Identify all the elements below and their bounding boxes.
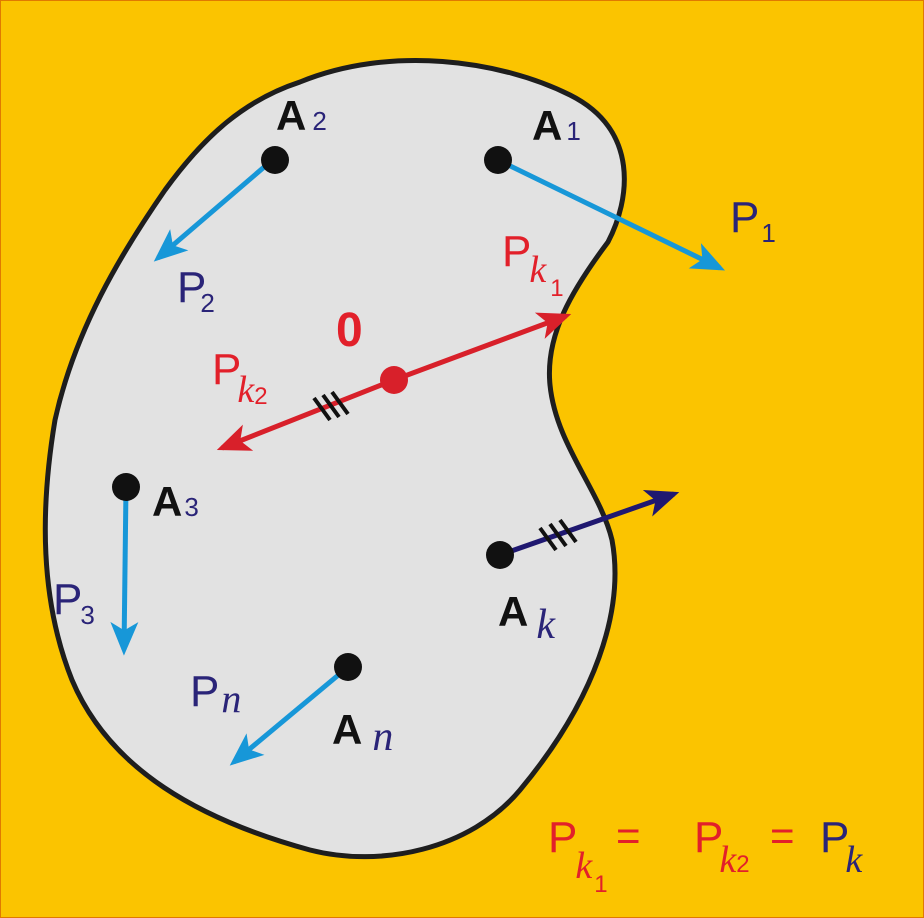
eq-term-pk1-subsub: 1 bbox=[594, 871, 607, 898]
tick-mark bbox=[538, 526, 558, 552]
eq-term-pk1-sub: k bbox=[575, 845, 593, 887]
eq-term-pk-sub: k bbox=[845, 839, 863, 881]
force-pk2-vector bbox=[216, 377, 395, 451]
force-p1-vector bbox=[496, 157, 726, 271]
rigid-body-outline bbox=[42, 58, 627, 860]
label-a1-sub: 1 bbox=[566, 116, 580, 146]
label-pn: Pn bbox=[190, 667, 241, 721]
point-an bbox=[334, 653, 362, 681]
tick-mark bbox=[548, 522, 568, 548]
eq-term-pk2-sub: k bbox=[719, 839, 737, 881]
pk-equality-ticks bbox=[538, 518, 578, 552]
eq-equals-2: = bbox=[770, 812, 795, 859]
point-a3 bbox=[112, 473, 140, 501]
label-pn-sub: n bbox=[221, 676, 241, 721]
eq-term-pk2: Pk2 bbox=[694, 813, 750, 881]
force-pn-vector bbox=[229, 665, 350, 766]
label-p2-sub: 2 bbox=[200, 288, 214, 318]
label-p1: P1 bbox=[730, 193, 776, 248]
point-a2 bbox=[261, 146, 289, 174]
tick-mark bbox=[558, 518, 578, 544]
label-p3-sub: 3 bbox=[80, 600, 94, 630]
label-an-sub: n bbox=[372, 714, 393, 760]
label-p2: P2 bbox=[177, 263, 215, 318]
label-a3: A3 bbox=[152, 478, 199, 525]
eq-term-pk: Pk bbox=[820, 813, 863, 881]
eq-term-pk2-subsub: 2 bbox=[736, 851, 749, 878]
label-pk1-sub: k bbox=[529, 249, 547, 291]
point-ak bbox=[486, 541, 514, 569]
eq-equals-1: = bbox=[616, 812, 641, 859]
force-p2-vector bbox=[153, 160, 272, 262]
force-p3-vector bbox=[110, 486, 139, 656]
force-pk-vector bbox=[499, 490, 680, 558]
pk2-equality-ticks bbox=[312, 390, 350, 422]
label-p1-sub: 1 bbox=[761, 218, 775, 248]
tick-mark bbox=[321, 393, 341, 419]
label-pk1-subsub: 1 bbox=[550, 275, 563, 302]
label-pk2-sub: k bbox=[237, 369, 255, 411]
label-a3-sub: 3 bbox=[184, 492, 198, 522]
force-pk1-vector bbox=[393, 312, 572, 383]
label-pk2-subsub: 2 bbox=[254, 383, 267, 410]
label-p3: P3 bbox=[53, 575, 95, 630]
label-a2-sub: 2 bbox=[312, 106, 326, 136]
label-ak-sub: k bbox=[536, 602, 556, 648]
point-a1 bbox=[484, 146, 512, 174]
tick-mark bbox=[312, 396, 332, 422]
tick-mark bbox=[330, 390, 350, 416]
label-o: 0 bbox=[336, 304, 363, 357]
label-pk2: Pk2 bbox=[212, 345, 268, 411]
point-o bbox=[380, 366, 408, 394]
